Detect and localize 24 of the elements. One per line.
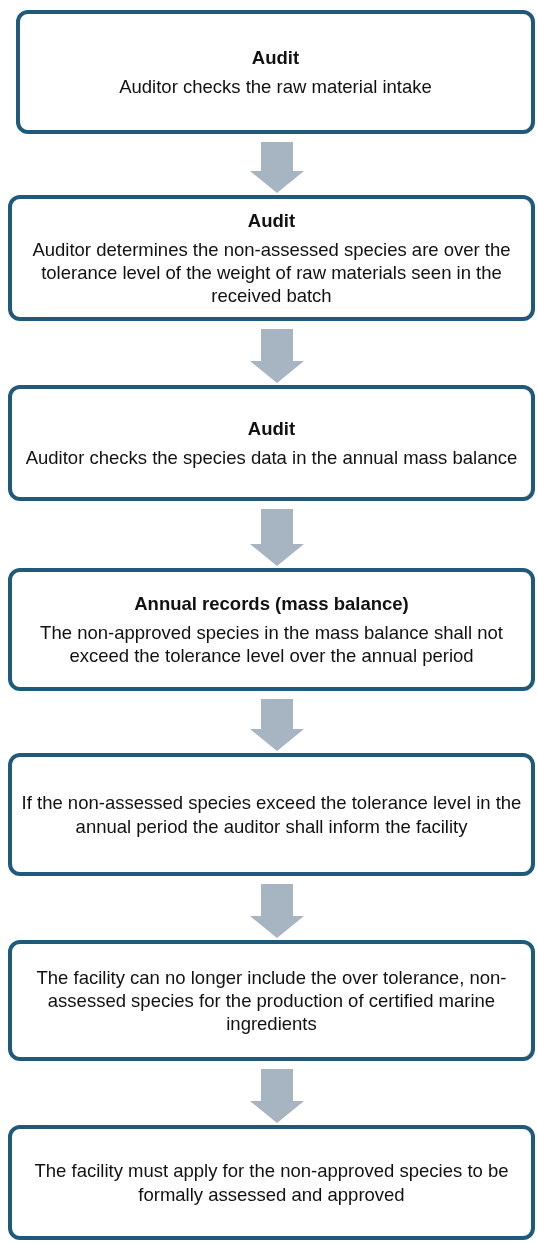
block-arrow <box>250 884 304 938</box>
block-arrow <box>250 699 304 751</box>
block-arrow <box>250 142 304 193</box>
process-box <box>8 1125 535 1240</box>
block-arrow <box>250 329 304 383</box>
box-heading: Audit <box>251 45 300 69</box>
box-text: Auditor checks the raw material intake <box>119 75 432 99</box>
process-box <box>8 385 535 501</box>
process-box <box>8 940 535 1061</box>
box-text: The non-approved species in the mass balance shall not exceed the tolerance level over the annual period <box>39 620 504 668</box>
block-arrow <box>250 1069 304 1123</box>
box-heading: Audit <box>247 416 296 440</box>
process-box <box>8 568 535 691</box>
process-box <box>8 195 535 321</box>
box-heading: Audit <box>247 208 296 232</box>
box-heading: Annual records (mass balance) <box>134 591 409 615</box>
process-box <box>16 10 535 134</box>
block-arrow <box>250 509 304 566</box>
box-text: Auditor determines the non-assessed species are over the tolerance level of the weight of raw materials seen in the received batch <box>31 237 512 308</box>
box-text: Auditor checks the species data in the annual mass balance <box>25 446 518 470</box>
box-text: The facility can no longer include the over tolerance, non-assessed species for the production of certified marine ingredients <box>35 965 508 1036</box>
box-text: If the non-assessed species exceed the tolerance level in the annual period the auditor shall inform the facility <box>20 791 523 838</box>
box-text: The facility must apply for the non-approved species to be formally assessed and approved <box>33 1159 510 1206</box>
process-box <box>8 753 535 876</box>
